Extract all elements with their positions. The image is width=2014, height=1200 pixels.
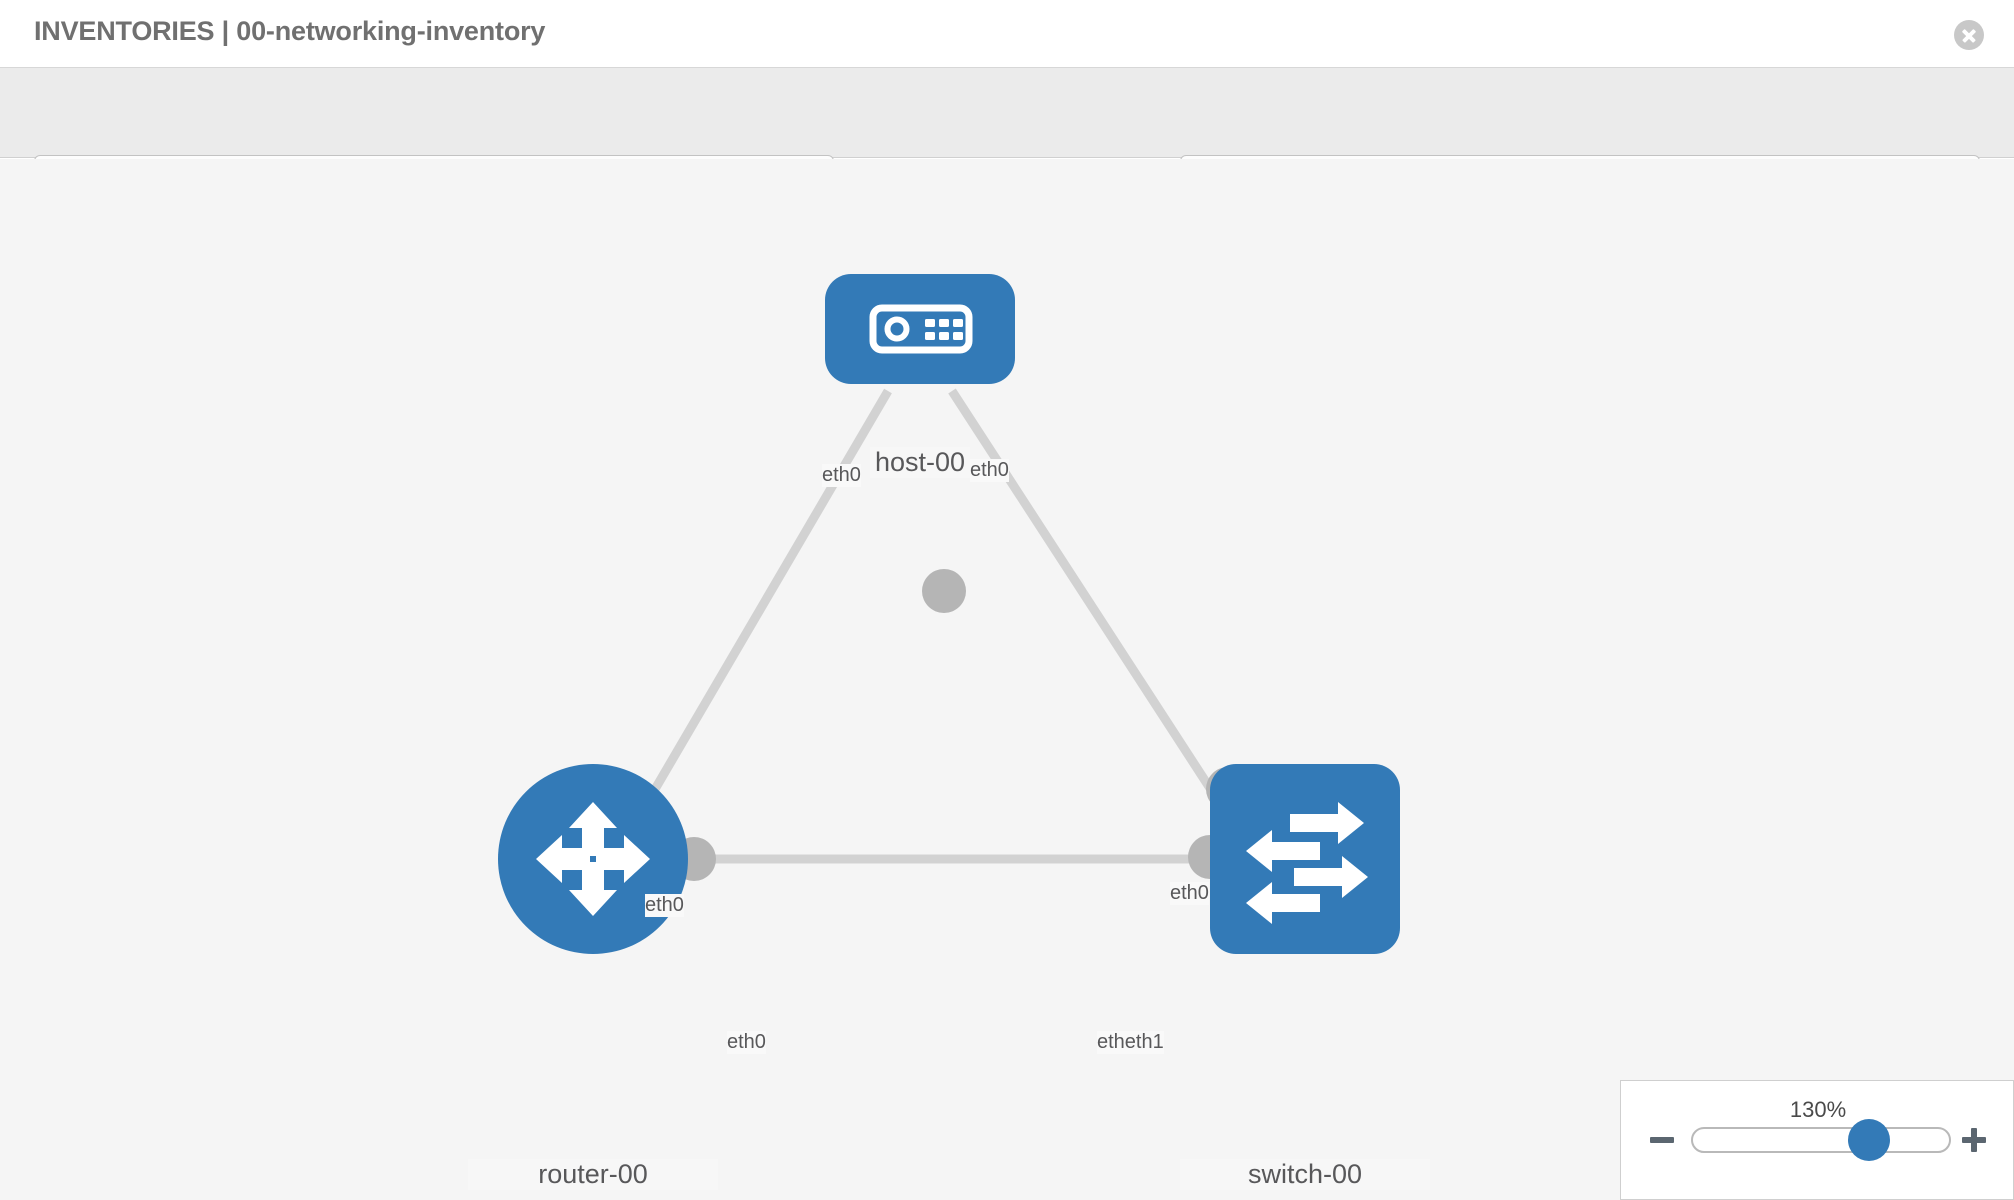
node-host-00-label: host-00 <box>870 447 970 478</box>
interface-label-switch-up: eth0 <box>1170 882 1209 905</box>
zoom-in-button[interactable] <box>1959 1125 1989 1155</box>
close-icon[interactable] <box>1954 20 1984 50</box>
interface-label-host-right: eth0 <box>970 459 1009 482</box>
node-router-00-shape[interactable] <box>498 764 688 954</box>
interface-label-router-up: eth0 <box>645 894 684 917</box>
node-switch-00-shape[interactable] <box>1210 764 1400 954</box>
interface-label-host-left: eth0 <box>822 464 861 487</box>
zoom-slider-thumb[interactable] <box>1848 1119 1890 1161</box>
page-title: INVENTORIES | 00-networking-inventory <box>34 16 546 46</box>
toolbar: ACTIONS SEARCH <box>0 68 2014 207</box>
zoom-out-button[interactable] <box>1647 1125 1677 1155</box>
node-switch-00-label: switch-00 <box>1180 1159 1430 1190</box>
page-header: INVENTORIES | 00-networking-inventory <box>0 0 2014 68</box>
zoom-slider-track[interactable] <box>1691 1127 1951 1153</box>
zoom-control-panel: 130% <box>1620 1080 2014 1200</box>
topology-canvas[interactable]: host-00 eth0 eth0 router-00 eth0 eth0 <box>0 159 2014 1200</box>
node-host-00-shape[interactable] <box>825 274 1015 384</box>
interface-dot-host-right[interactable] <box>922 569 966 613</box>
link-host-router[interactable] <box>616 388 892 852</box>
interface-label-switch-left: etheth1 <box>1097 1031 1164 1054</box>
zoom-level-value: 130% <box>1789 1097 1847 1122</box>
interface-label-router-right: eth0 <box>727 1031 766 1054</box>
link-host-switch[interactable] <box>948 388 1234 822</box>
node-router-00-label: router-00 <box>468 1159 718 1190</box>
